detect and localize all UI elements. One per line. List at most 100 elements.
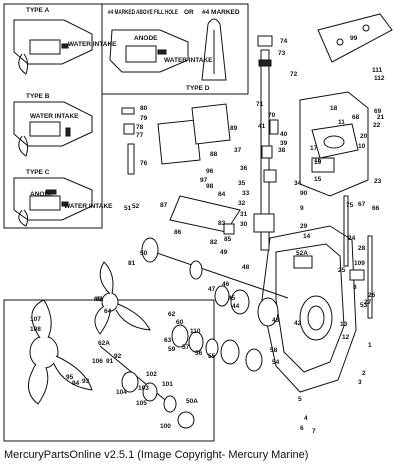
part-number-96: 96 [206,168,214,175]
type-d-gearcase-sketch [109,18,227,81]
part-number-7: 7 [312,428,316,435]
part-number-34: 34 [294,180,302,187]
part-number-82: 82 [210,239,218,246]
part-number-102: 102 [146,371,157,378]
part-number-1: 1 [368,342,372,349]
type-c-label: TYPE C [26,169,50,176]
part-number-64: 64 [104,308,112,315]
part-number-62: 62 [168,311,176,318]
shift-shaft-assembly [99,345,195,429]
part-number-54: 54 [272,359,280,366]
part-number-76: 76 [140,160,148,167]
part-number-36: 36 [240,165,248,172]
part-number-2: 2 [362,370,366,377]
part-number-45: 45 [228,295,236,302]
inset-frame-types-abc [3,3,103,229]
part-number-42: 42 [294,320,302,327]
part-number-25: 25 [338,267,346,274]
part-number-72: 72 [290,71,298,78]
part-number-67: 67 [358,201,366,208]
water-intake-label-c: WATER INTAKE [64,203,113,210]
part-number-62a: 62A [98,340,110,347]
part-number-46: 46 [222,281,230,288]
type-b-label: TYPE B [26,93,50,100]
part-number-78: 78 [136,124,144,131]
part-number-40: 40 [280,131,288,138]
part-number-79: 79 [140,115,148,122]
part-number-65: 65 [94,296,102,303]
type-a-gearcase-sketch [13,19,93,75]
part-number-68: 68 [352,114,360,121]
part-number-86: 86 [174,229,182,236]
part-number-55: 55 [208,353,216,360]
part-number-26: 26 [368,292,376,299]
type-a-label: TYPE A [26,7,50,14]
part-number-84: 84 [218,191,226,198]
part-number-21: 21 [377,114,385,121]
part-number-97: 97 [200,177,208,184]
part-number-111: 111 [372,67,383,74]
part-number-28: 28 [358,245,366,252]
part-number-37: 37 [234,147,242,154]
part-number-101: 101 [162,381,173,388]
water-intake-label-a: WATER INTAKE [68,41,117,48]
part-number-38: 38 [278,147,286,154]
part-number-39: 39 [280,140,288,147]
part-number-73: 73 [278,50,286,57]
part-number-35: 35 [238,180,246,187]
marked-label: #4 MARKED [202,9,240,16]
part-number-69: 69 [374,108,382,115]
part-number-50a: 50A [186,398,198,405]
part-number-58: 58 [270,347,278,354]
gear-stack [171,285,279,372]
part-number-14: 14 [303,233,311,240]
part-number-17: 17 [310,145,318,152]
part-number-49: 49 [220,249,228,256]
part-number-30: 30 [240,221,248,228]
part-number-99: 99 [350,35,358,42]
part-number-27: 27 [364,299,372,306]
part-number-43: 43 [272,317,280,324]
part-number-89: 89 [230,125,238,132]
part-number-22: 22 [373,122,381,129]
part-number-13: 13 [340,321,348,328]
part-number-87: 87 [160,202,168,209]
part-number-94: 94 [72,380,80,387]
part-number-93: 93 [82,378,90,385]
marked-above-fill-label: #4 MARKED ABOVE FILL HOLE [108,9,178,16]
part-number-20: 20 [360,133,368,140]
inset-frame-type-d [101,3,249,95]
part-number-85: 85 [224,236,232,243]
hardware-bits [121,103,373,319]
part-number-5: 5 [298,396,302,403]
part-number-90: 90 [300,190,308,197]
part-number-100: 100 [160,423,171,430]
part-number-108: 108 [30,326,41,333]
type-b-gearcase-sketch [13,101,93,157]
part-number-57: 57 [182,344,190,351]
part-number-4: 4 [304,415,308,422]
propeller-large [28,299,93,405]
part-number-18: 18 [330,105,338,112]
part-number-52a: 52A [296,250,308,257]
part-number-41: 41 [258,123,266,130]
water-intake-label-d: WATER INTAKE [164,57,213,64]
part-number-24: 24 [348,235,356,242]
part-number-107: 107 [30,316,41,323]
part-number-112: 112 [374,75,385,82]
part-number-32: 32 [238,200,246,207]
part-number-71: 71 [256,101,264,108]
part-number-83: 83 [218,220,226,227]
part-number-44: 44 [232,303,240,310]
part-number-3: 3 [358,379,362,386]
anode-label-d: ANODE [134,35,158,42]
part-number-103: 103 [138,385,149,392]
or-label: OR [184,9,194,16]
part-number-88: 88 [210,151,218,158]
part-number-105: 105 [136,400,147,407]
part-number-75: 75 [346,202,354,209]
part-number-70: 70 [268,112,276,119]
